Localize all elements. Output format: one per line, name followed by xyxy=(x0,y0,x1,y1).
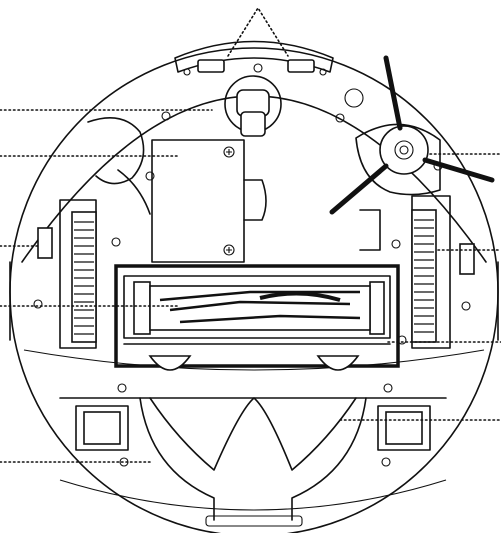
screw-hole xyxy=(383,383,393,393)
left-drive-wheel xyxy=(33,199,121,349)
side-brush-center xyxy=(394,140,414,160)
right-contact xyxy=(459,243,475,275)
battery-cover xyxy=(151,88,364,263)
sensor-left xyxy=(197,59,225,73)
leader-front-sensor xyxy=(227,6,289,57)
screw-hole xyxy=(253,63,263,73)
left-arc-cover xyxy=(87,116,145,185)
brush-end-right xyxy=(369,281,385,335)
battery-screw-top xyxy=(223,146,235,158)
screw-hole xyxy=(381,457,391,467)
bin-vent-right-inner xyxy=(385,411,423,445)
battery-screw-bottom xyxy=(223,244,235,256)
side-brush-screw xyxy=(399,145,409,155)
brush-blade xyxy=(259,291,341,302)
bin-bottom-edge xyxy=(59,479,447,511)
bin-vent-right xyxy=(377,405,431,451)
screw-hole xyxy=(391,239,401,249)
side-brush-mount xyxy=(355,123,441,196)
screw-hole xyxy=(111,237,121,247)
bin-cup xyxy=(149,397,357,471)
battery-screw-cross xyxy=(226,247,232,253)
side-brush-hub xyxy=(379,125,429,175)
brush-latch-right xyxy=(316,355,360,371)
side-brush xyxy=(329,55,495,215)
caster-roller xyxy=(240,111,266,137)
screw-hole xyxy=(33,299,43,309)
screw-hole xyxy=(145,171,155,181)
main-brush xyxy=(114,264,400,371)
caster-wheel xyxy=(224,75,282,137)
left-wheel-tread xyxy=(71,211,97,343)
brush-latch-left xyxy=(148,355,192,371)
screw-hole xyxy=(161,111,171,121)
battery-cover-tab xyxy=(243,179,267,221)
sensor-right xyxy=(287,59,315,73)
bin-release-tab xyxy=(205,515,303,527)
screw-hole xyxy=(319,68,327,76)
side-brush-bristle-3 xyxy=(329,163,389,215)
sensor-port xyxy=(344,88,364,108)
screw-hole xyxy=(117,383,127,393)
bin-wall-right xyxy=(291,397,367,521)
side-bumpers xyxy=(9,261,499,341)
brush-bristles xyxy=(159,290,361,324)
left-arc-edge xyxy=(117,169,151,215)
brush-guard xyxy=(114,264,400,368)
screw-hole xyxy=(461,301,471,311)
left-contact xyxy=(37,227,53,259)
brush-chamber xyxy=(123,275,391,339)
side-brush-bristle-2 xyxy=(422,157,495,183)
screw-hole xyxy=(433,161,443,171)
dust-bin xyxy=(59,383,447,527)
bin-vent-left-inner xyxy=(83,411,121,445)
callout-leaders xyxy=(0,6,501,463)
right-wheel-ribs xyxy=(414,219,434,333)
battery-screw-cross xyxy=(226,149,232,155)
battery-cover-plate xyxy=(151,139,245,263)
brush-end-left xyxy=(133,281,151,335)
robot-body xyxy=(9,47,499,533)
side-brush-bristle-1 xyxy=(383,55,403,131)
bin-wall-left xyxy=(139,397,215,521)
screw-hole xyxy=(335,113,345,123)
left-wheel-ribs xyxy=(74,221,94,335)
right-bracket xyxy=(359,209,381,251)
left-wheel-housing xyxy=(59,199,97,349)
screw-hole xyxy=(183,68,191,76)
bin-vent-left xyxy=(75,405,129,451)
front-sensor-window xyxy=(174,40,334,76)
bumper-seam xyxy=(23,349,485,371)
right-drive-wheel xyxy=(359,195,475,349)
left-bay xyxy=(87,111,171,215)
